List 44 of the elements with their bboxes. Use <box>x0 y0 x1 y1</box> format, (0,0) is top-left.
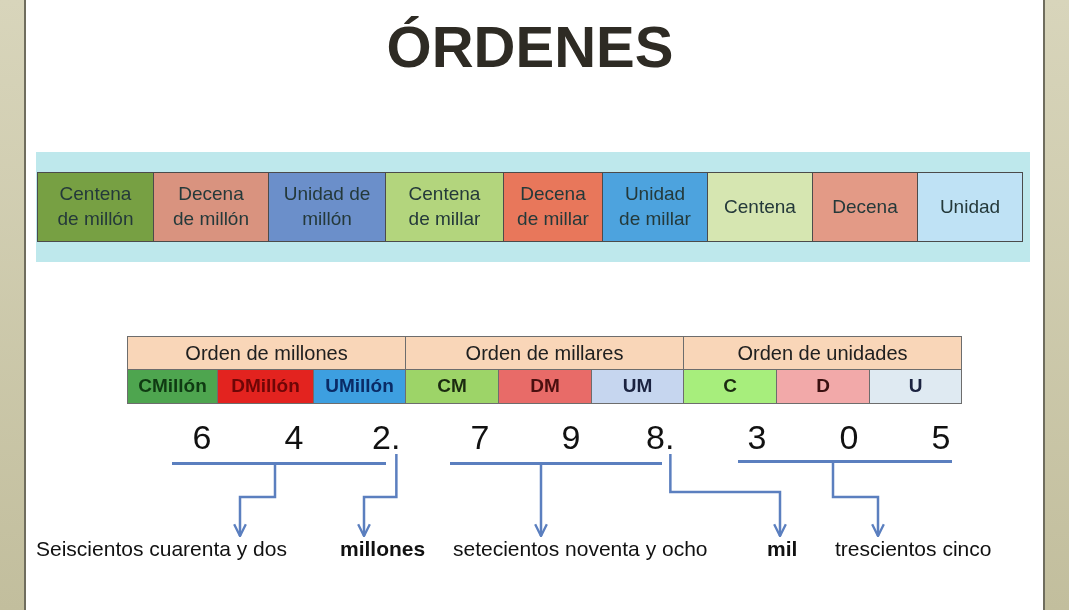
bracket-line <box>172 462 386 465</box>
place-value-cell: Centena de millar <box>385 172 504 242</box>
number-words: setecientos noventa y ocho <box>453 536 708 562</box>
digit: 8. <box>646 420 675 454</box>
place-value-cell: DMillón <box>217 369 314 404</box>
bracket-line <box>738 460 952 463</box>
place-value-cell: U <box>869 369 962 404</box>
arrow <box>669 454 787 538</box>
place-value-cell: Centena <box>707 172 813 242</box>
header-cell: Orden de unidades <box>683 336 962 370</box>
arrow <box>233 465 277 538</box>
digit: 9 <box>561 420 581 454</box>
place-value-cell: Unidad de millar <box>602 172 708 242</box>
arrow <box>534 465 548 538</box>
place-value-cell: Centena de millón <box>37 172 154 242</box>
number-words: Seiscientos cuarenta y dos <box>36 536 287 562</box>
place-value-cell: CM <box>405 369 499 404</box>
number-words: millones <box>340 536 426 562</box>
arrow <box>357 454 398 538</box>
place-value-cell: C <box>683 369 777 404</box>
digit: 3 <box>747 420 767 454</box>
arrow <box>831 463 885 538</box>
digit: 4 <box>284 420 304 454</box>
header-cell: Orden de millones <box>127 336 406 370</box>
place-value-cell: Decena <box>812 172 918 242</box>
place-value-cell: Decena de millón <box>153 172 269 242</box>
header-cell: Orden de millares <box>405 336 684 370</box>
digit: 7 <box>470 420 490 454</box>
digit: 0 <box>839 420 859 454</box>
number-words: trescientos cinco <box>835 536 992 562</box>
place-value-cell: UM <box>591 369 684 404</box>
title: ÓRDENES <box>386 13 674 81</box>
place-value-cell: DM <box>498 369 592 404</box>
number-words: mil <box>767 536 798 562</box>
place-value-cell: UMillón <box>313 369 406 404</box>
place-value-cell: CMillón <box>127 369 218 404</box>
place-value-cell: Decena de millar <box>503 172 603 242</box>
place-value-cell: D <box>776 369 870 404</box>
digit: 6 <box>192 420 212 454</box>
place-value-cell: Unidad <box>917 172 1023 242</box>
digit: 5 <box>931 420 951 454</box>
digit: 2. <box>372 420 401 454</box>
place-value-cell: Unidad de millón <box>268 172 386 242</box>
bracket-line <box>450 462 662 465</box>
